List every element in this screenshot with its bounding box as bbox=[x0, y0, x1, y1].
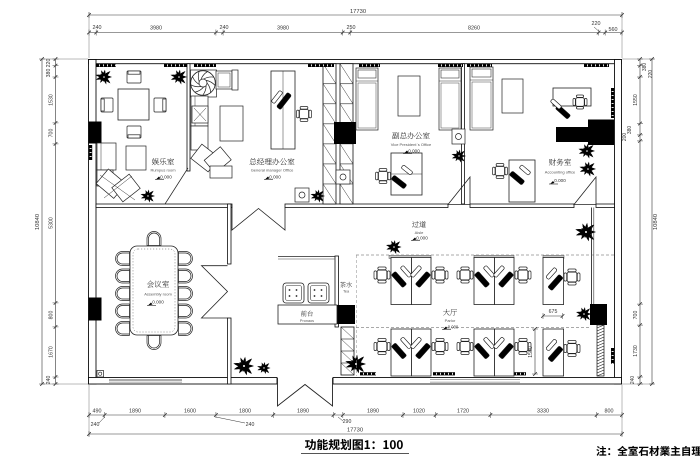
svg-text:240: 240 bbox=[46, 376, 52, 385]
svg-text:17730: 17730 bbox=[347, 428, 363, 434]
svg-text:8260: 8260 bbox=[468, 26, 480, 32]
svg-text:240: 240 bbox=[630, 376, 636, 385]
svg-text:1600: 1600 bbox=[184, 409, 196, 415]
svg-text:1720: 1720 bbox=[457, 409, 469, 415]
svg-text:700: 700 bbox=[633, 311, 639, 320]
svg-text:3330: 3330 bbox=[537, 409, 549, 415]
svg-text:220: 220 bbox=[46, 59, 52, 68]
svg-text:Tea: Tea bbox=[343, 290, 350, 294]
svg-text:675: 675 bbox=[549, 309, 558, 315]
svg-text:240: 240 bbox=[93, 25, 102, 31]
svg-text:17730: 17730 bbox=[350, 9, 366, 15]
svg-text:250: 250 bbox=[347, 25, 356, 31]
svg-text:Accounting office: Accounting office bbox=[545, 170, 576, 175]
svg-text:Aisle: Aisle bbox=[415, 230, 424, 235]
svg-text:Pronaos: Pronaos bbox=[300, 319, 314, 323]
svg-text:1500: 1500 bbox=[528, 346, 534, 358]
svg-text:1890: 1890 bbox=[367, 409, 379, 415]
svg-text:0.000: 0.000 bbox=[152, 300, 164, 305]
svg-text:10840: 10840 bbox=[653, 214, 659, 230]
svg-text:5300: 5300 bbox=[49, 217, 55, 229]
svg-text:3980: 3980 bbox=[150, 26, 162, 32]
svg-text:Assembly room: Assembly room bbox=[144, 292, 172, 297]
svg-text:380: 380 bbox=[46, 69, 52, 78]
svg-text:490: 490 bbox=[93, 409, 102, 415]
svg-text:General manager Office: General manager Office bbox=[251, 168, 294, 173]
svg-text:Parlor: Parlor bbox=[445, 318, 456, 323]
svg-text:1670: 1670 bbox=[49, 346, 55, 358]
svg-text:0.000: 0.000 bbox=[448, 325, 459, 330]
svg-text:Vice President`s Office: Vice President`s Office bbox=[391, 142, 432, 147]
svg-text:800: 800 bbox=[49, 311, 55, 320]
svg-text:0.000: 0.000 bbox=[160, 175, 172, 180]
svg-text:1020: 1020 bbox=[413, 409, 425, 415]
svg-text:560: 560 bbox=[609, 27, 618, 33]
svg-text:0.000: 0.000 bbox=[416, 236, 428, 241]
svg-text:290: 290 bbox=[343, 419, 352, 425]
svg-text:0.000: 0.000 bbox=[269, 175, 281, 180]
svg-text:1730: 1730 bbox=[633, 345, 639, 357]
svg-text:10840: 10840 bbox=[35, 214, 41, 230]
svg-text:240: 240 bbox=[91, 422, 100, 428]
svg-text:800: 800 bbox=[605, 409, 614, 415]
svg-text:200: 200 bbox=[622, 133, 628, 142]
svg-text:1890: 1890 bbox=[297, 409, 309, 415]
svg-text:240: 240 bbox=[246, 422, 255, 428]
svg-text:700: 700 bbox=[49, 129, 55, 138]
svg-text:0.000: 0.000 bbox=[408, 149, 420, 154]
svg-text:1800: 1800 bbox=[239, 409, 251, 415]
svg-text:1530: 1530 bbox=[49, 94, 55, 106]
svg-text:Rumpus room: Rumpus room bbox=[150, 168, 176, 173]
svg-text:1890: 1890 bbox=[129, 409, 141, 415]
svg-text:0.000: 0.000 bbox=[554, 178, 566, 183]
svg-text:1550: 1550 bbox=[633, 94, 639, 106]
svg-text:3980: 3980 bbox=[277, 26, 289, 32]
svg-text:380: 380 bbox=[627, 126, 633, 135]
svg-text:240: 240 bbox=[220, 25, 229, 31]
svg-text:220: 220 bbox=[592, 21, 601, 27]
svg-text:220: 220 bbox=[648, 70, 654, 79]
svg-text:380: 380 bbox=[642, 63, 648, 72]
